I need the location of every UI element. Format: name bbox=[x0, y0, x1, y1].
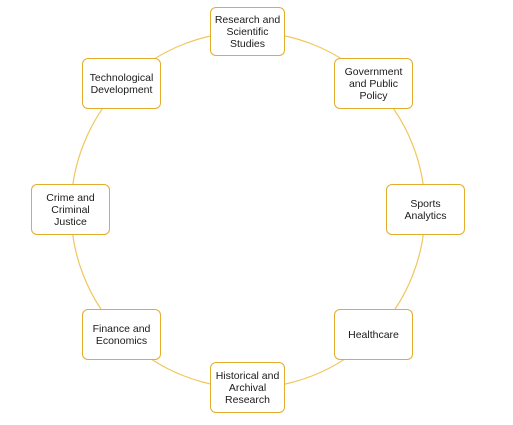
node-historical-archival-research: Historical and Archival Research bbox=[210, 362, 285, 413]
node-research-scientific-studies: Research and Scientific Studies bbox=[210, 7, 285, 56]
node-finance-economics: Finance and Economics bbox=[82, 309, 161, 360]
node-label: Historical and Archival Research bbox=[215, 369, 280, 406]
node-government-public-policy: Government and Public Policy bbox=[334, 58, 413, 109]
node-label: Finance and Economics bbox=[92, 322, 151, 347]
node-label: Research and Scientific Studies bbox=[214, 13, 281, 50]
node-healthcare: Healthcare bbox=[334, 309, 413, 360]
node-label: Technological Development bbox=[89, 71, 154, 96]
node-crime-criminal-justice: Crime and Criminal Justice bbox=[31, 184, 110, 235]
node-sports-analytics: Sports Analytics bbox=[386, 184, 465, 235]
node-label: Sports Analytics bbox=[404, 197, 447, 222]
node-label: Healthcare bbox=[348, 328, 399, 341]
node-label: Crime and Criminal Justice bbox=[46, 191, 95, 228]
node-technological-development: Technological Development bbox=[82, 58, 161, 109]
node-label: Government and Public Policy bbox=[344, 65, 403, 102]
